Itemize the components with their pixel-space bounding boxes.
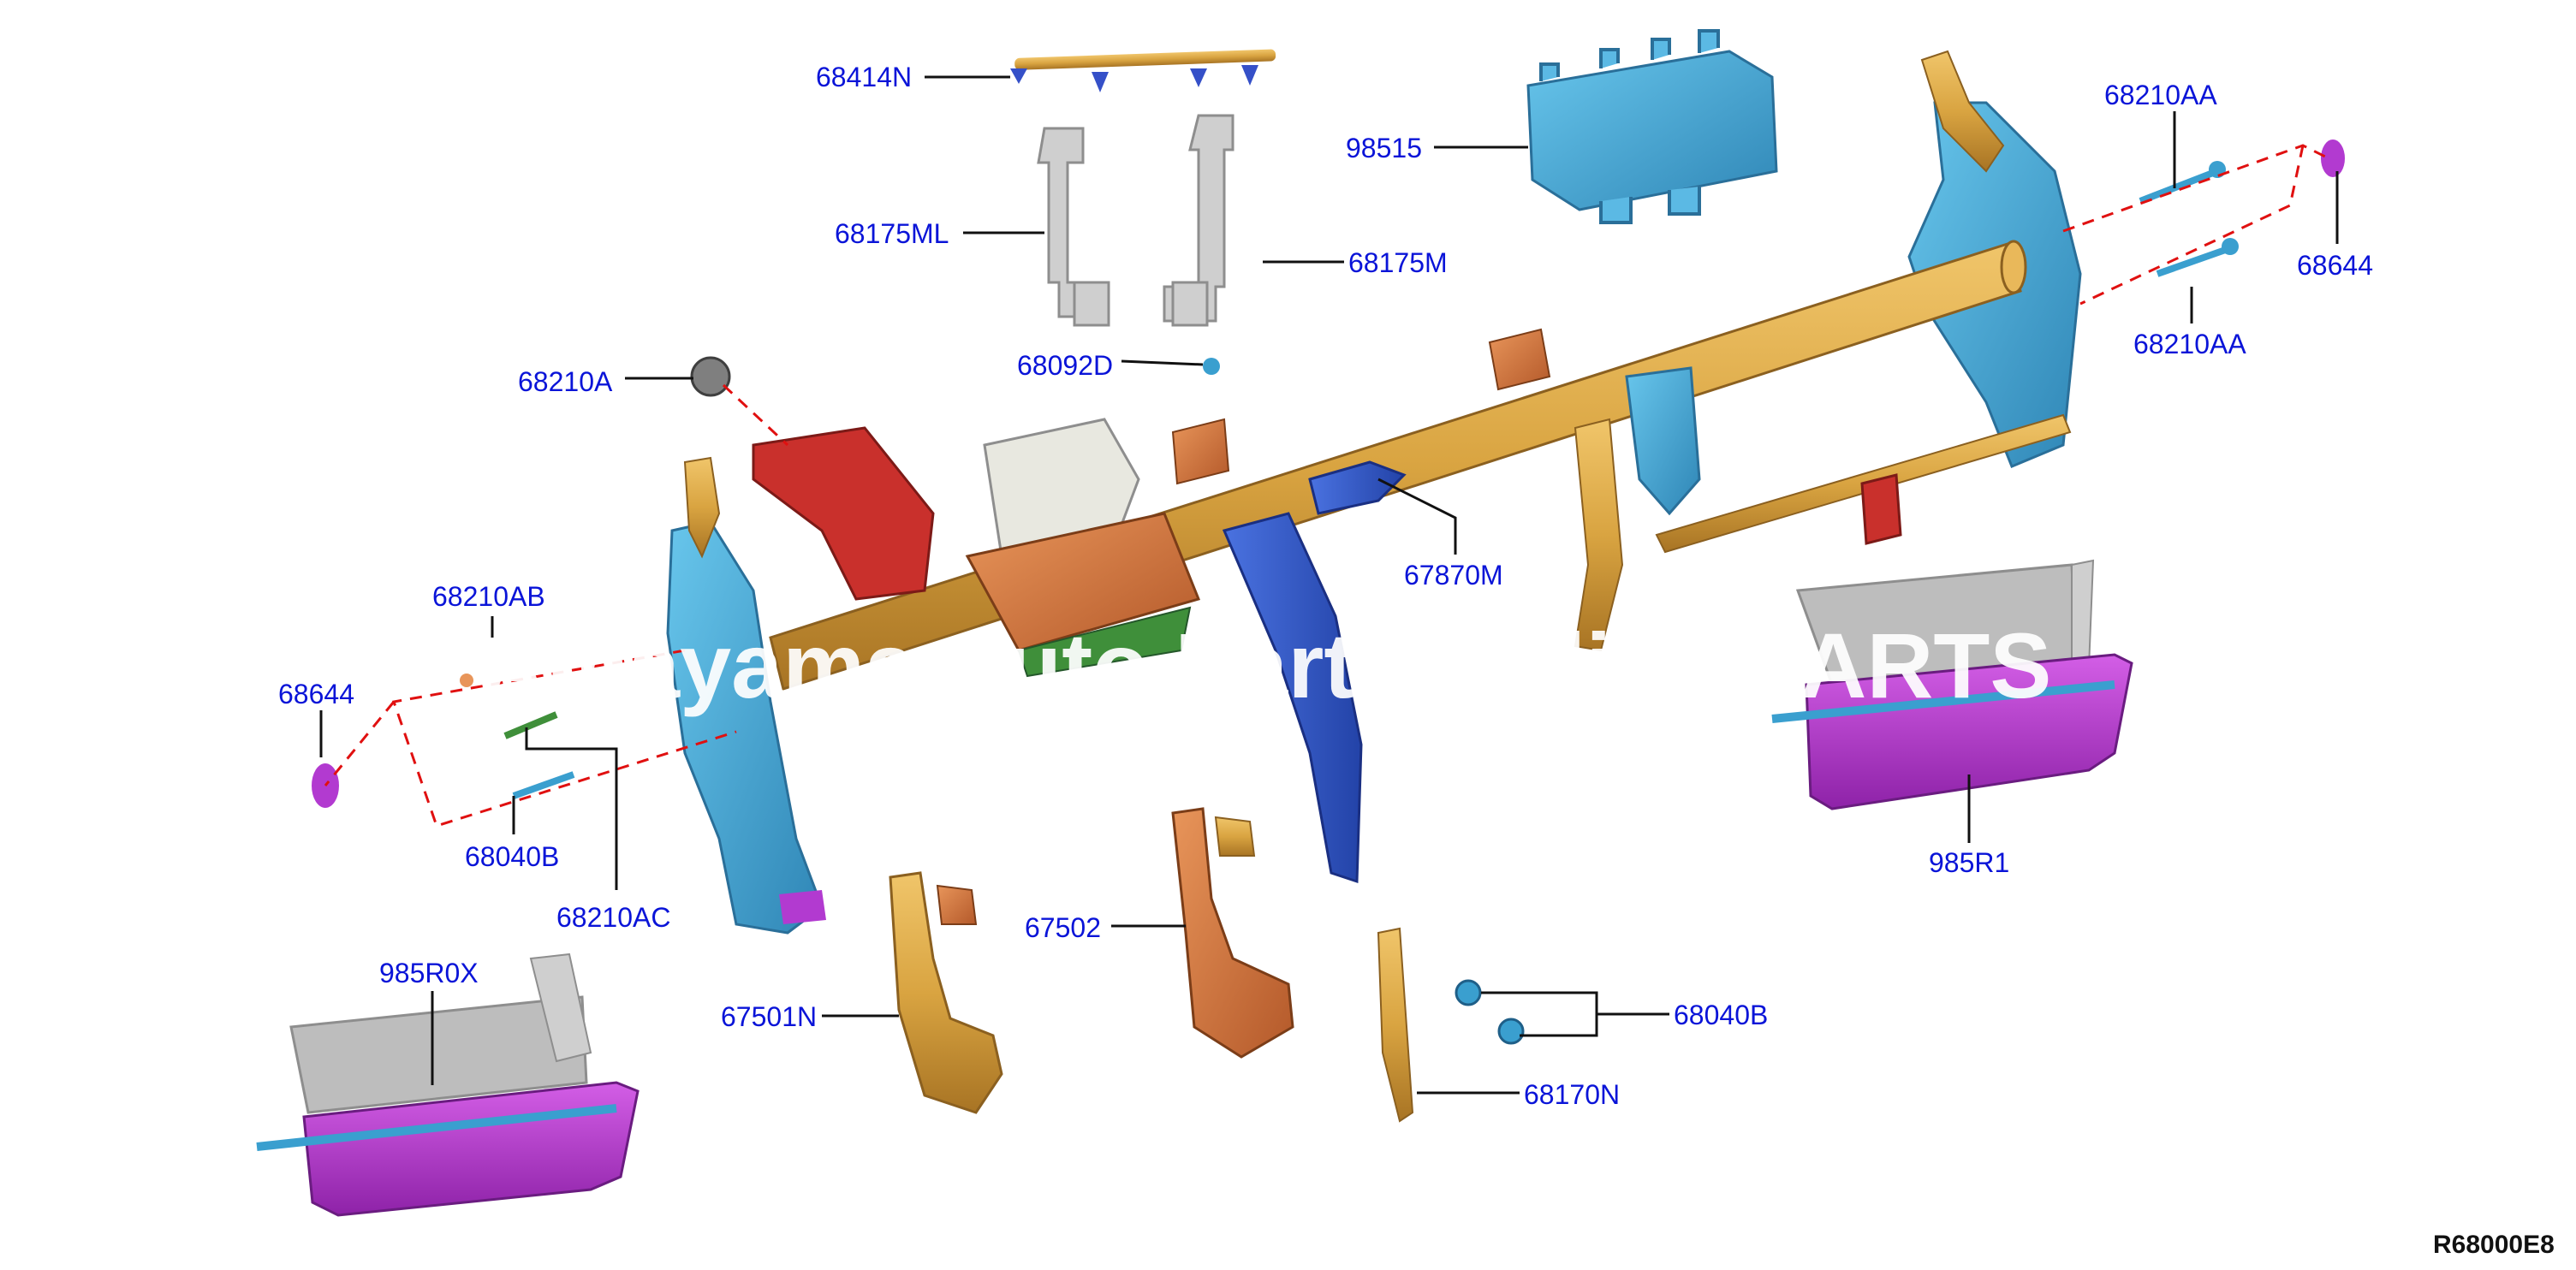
part-67870M-illustration xyxy=(1308,460,1407,515)
part-98515-illustration xyxy=(1526,29,1778,224)
label-68210AA-bottom[interactable]: 68210AA xyxy=(2133,329,2246,359)
part-985R1-illustration xyxy=(1771,559,2133,810)
part-68175-brackets-illustration xyxy=(1037,114,1234,327)
label-985R0X[interactable]: 985R0X xyxy=(379,958,479,988)
diagram-code: R68000E8 xyxy=(2433,1231,2555,1259)
label-68210AA-top[interactable]: 68210AA xyxy=(2104,80,2217,110)
watermark-text: Amayama Auto Parts Online PARTS xyxy=(479,614,2051,717)
label-68175ML[interactable]: 68175ML xyxy=(835,218,949,249)
label-67870M[interactable]: 67870M xyxy=(1404,560,1503,590)
dashed-guides xyxy=(324,144,2329,828)
part-67501N-illustration xyxy=(889,871,1003,1114)
part-68170N-illustration xyxy=(1377,927,1414,1123)
label-68210AC[interactable]: 68210AC xyxy=(556,902,670,933)
label-68644-left[interactable]: 68644 xyxy=(278,679,354,709)
leader-lines xyxy=(319,75,2339,1095)
label-68040B-left[interactable]: 68040B xyxy=(465,841,559,872)
label-68040B-right[interactable]: 68040B xyxy=(1674,1000,1768,1030)
part-center-stay-illustration xyxy=(1222,512,1363,884)
label-68644-right[interactable]: 68644 xyxy=(2297,250,2373,281)
part-center-plates-illustration xyxy=(965,418,1201,678)
label-67502[interactable]: 67502 xyxy=(1025,912,1101,943)
part-right-stays-illustration xyxy=(1171,328,1701,652)
label-985R1[interactable]: 985R1 xyxy=(1929,847,2009,878)
label-68092D[interactable]: 68092D xyxy=(1017,350,1113,381)
label-98515[interactable]: 98515 xyxy=(1346,133,1422,163)
part-left-side-bracket-illustration xyxy=(666,456,826,935)
label-67501N[interactable]: 67501N xyxy=(721,1001,817,1032)
label-68210AB[interactable]: 68210AB xyxy=(432,581,545,612)
fasteners-illustration xyxy=(312,139,2345,1045)
part-68414N-illustration xyxy=(1010,49,1276,92)
part-red-bracket-illustration xyxy=(752,426,1902,601)
label-68175M[interactable]: 68175M xyxy=(1348,247,1448,278)
part-67502-illustration xyxy=(1171,807,1294,1059)
part-985R0X-illustration xyxy=(256,952,640,1217)
label-68170N[interactable]: 68170N xyxy=(1524,1079,1620,1110)
label-68414N[interactable]: 68414N xyxy=(816,62,912,92)
label-68210A[interactable]: 68210A xyxy=(518,366,613,397)
